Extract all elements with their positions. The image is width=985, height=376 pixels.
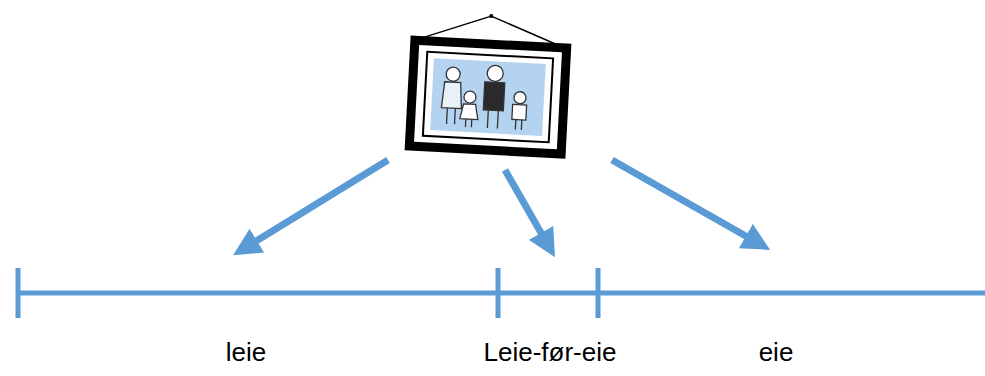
timeline <box>16 268 985 318</box>
timeline-label: leie <box>226 337 266 368</box>
pointer-arrows <box>245 160 758 248</box>
timeline-label: Leie-før-eie <box>484 337 617 368</box>
family-picture <box>409 10 568 154</box>
timeline-label: eie <box>759 337 794 368</box>
